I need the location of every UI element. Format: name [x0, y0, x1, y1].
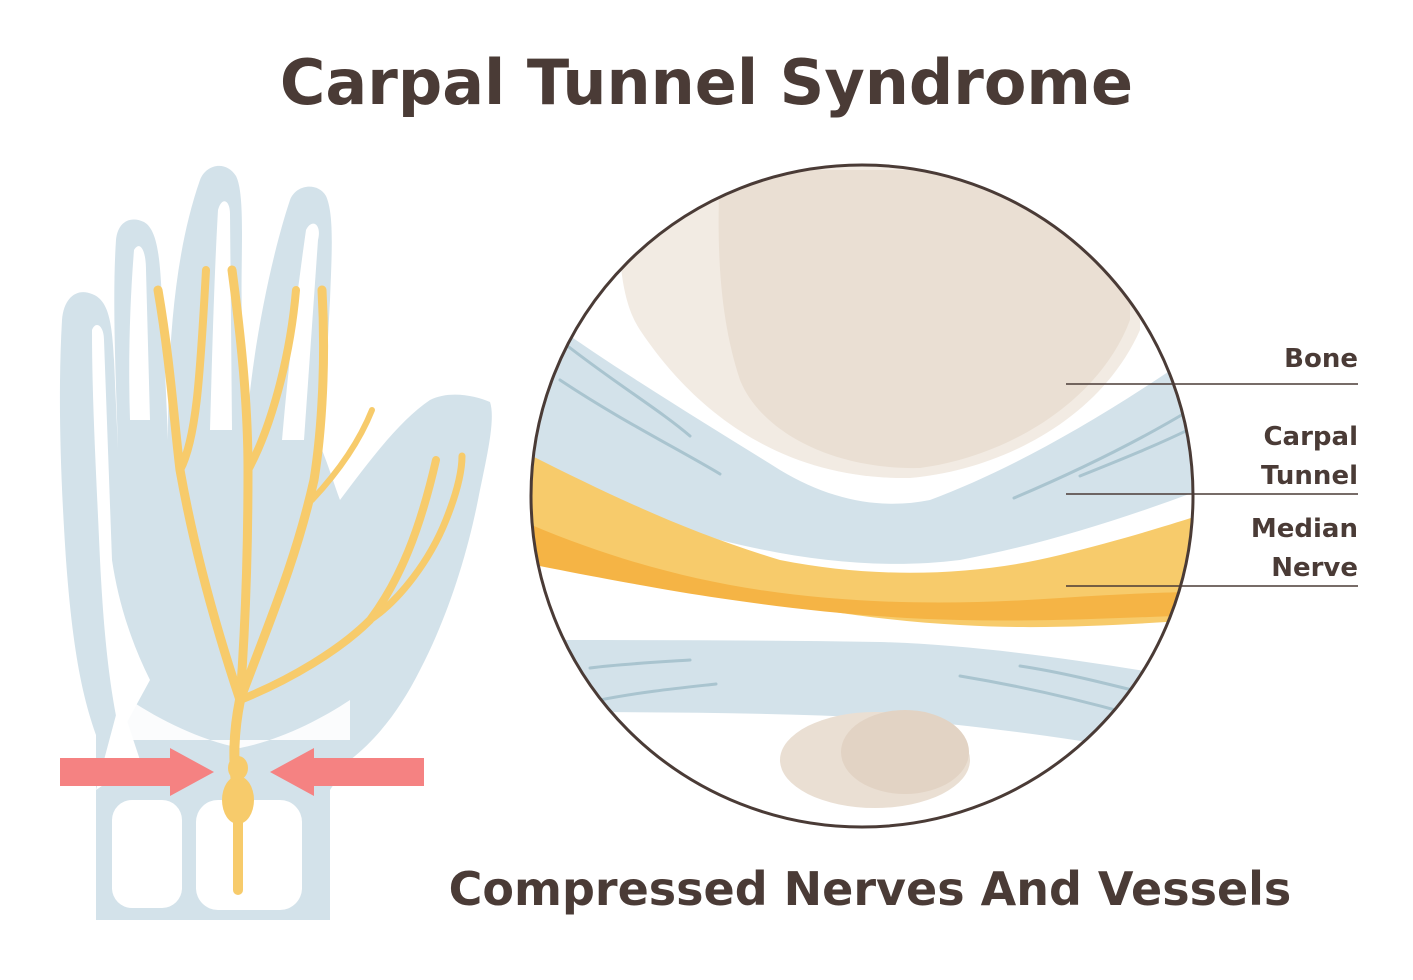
lower-tissue-band — [531, 640, 1193, 760]
label-carpal-tunnel: Carpal Tunnel — [1160, 418, 1358, 496]
median-nerve-tree — [153, 265, 466, 895]
carpal-tunnel-band — [531, 300, 1193, 564]
label-median-nerve-line2: Nerve — [1271, 553, 1358, 583]
hand-bones-highlight — [92, 325, 150, 735]
label-carpal-tunnel-line1: Carpal — [1263, 422, 1358, 452]
label-bone: Bone — [1160, 340, 1358, 379]
wrist-bone-right — [196, 800, 302, 910]
nerve-bulge — [222, 776, 254, 824]
compression-arrow-left — [60, 748, 214, 796]
hand-illustration — [59, 165, 492, 921]
label-bone-text: Bone — [1284, 344, 1358, 374]
median-nerve-dark — [531, 520, 1193, 621]
page-title: Carpal Tunnel Syndrome — [279, 46, 1134, 119]
compression-arrow-right — [270, 748, 424, 796]
leader-lines — [1066, 383, 1358, 587]
cross-section-outline — [529, 163, 1195, 829]
label-median-nerve: Median Nerve — [1160, 510, 1358, 588]
wrist-bone-left — [112, 800, 182, 908]
label-carpal-tunnel-line2: Tunnel — [1261, 461, 1358, 491]
cross-section — [529, 163, 1195, 829]
subtitle: Compressed Nerves And Vessels — [448, 862, 1292, 916]
label-median-nerve-line1: Median — [1250, 514, 1358, 544]
bone-top-shadow — [718, 170, 1130, 469]
